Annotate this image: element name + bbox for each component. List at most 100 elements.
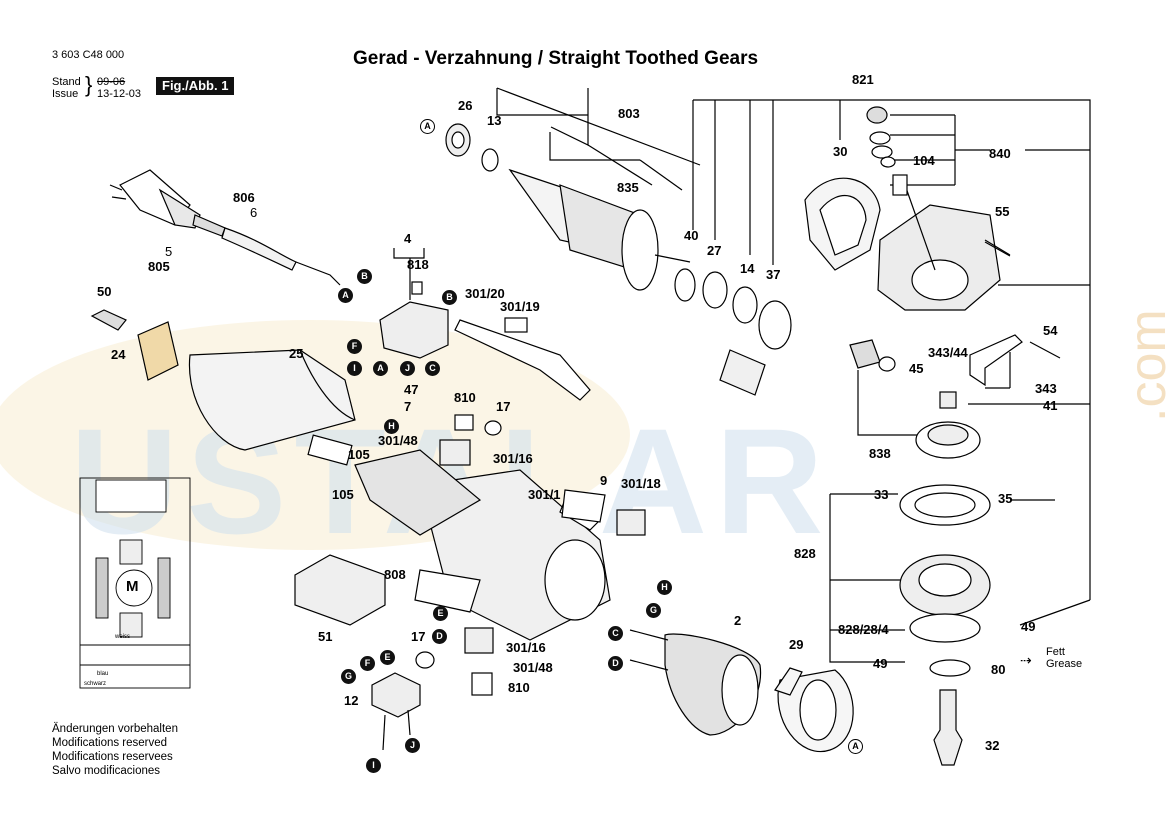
stand-date: 09-06	[97, 76, 126, 88]
connector-a-badge: A	[420, 119, 435, 134]
part-label: 5	[165, 244, 173, 259]
part-label: 37	[766, 267, 781, 282]
connector-f-badge: F	[347, 339, 362, 354]
connector-i-badge: I	[347, 361, 362, 376]
motor-symbol: M	[126, 578, 139, 595]
part-label: 835	[617, 180, 639, 195]
page-title: Gerad - Verzahnung / Straight Toothed Ge…	[353, 48, 759, 69]
connector-h-badge: H	[384, 419, 399, 434]
part-label: 26	[458, 98, 473, 113]
part-label: 838	[869, 446, 891, 461]
connector-f-badge: F	[360, 656, 375, 671]
part-label: 80	[991, 662, 1006, 677]
part-label: 7	[404, 399, 412, 414]
connector-e-badge: E	[433, 606, 448, 621]
part-label: 343/44	[928, 345, 968, 360]
connector-g-badge: G	[646, 603, 661, 618]
part-label: 301/19	[500, 299, 540, 314]
connector-b-badge: B	[357, 269, 372, 284]
part-label: 13	[487, 113, 502, 128]
figure-label: Fig./Abb. 1	[156, 77, 235, 95]
part-label: 17	[496, 399, 511, 414]
issue-label: Issue	[52, 88, 79, 100]
part-label: 105	[332, 487, 354, 502]
part-label: 9	[600, 473, 608, 488]
part-label: 810	[454, 390, 476, 405]
part-label: 4	[404, 231, 412, 246]
wire-color-black: schwarz	[84, 681, 107, 687]
doc-number: 3 603 C48 000	[52, 49, 125, 61]
part-label: 2	[734, 613, 742, 628]
part-label: 35	[998, 491, 1013, 506]
part-label: 818	[407, 257, 429, 272]
note-es: Salvo modificaciones	[52, 765, 161, 777]
connector-d-badge: D	[432, 629, 447, 644]
part-label: 12	[344, 693, 359, 708]
part-label: 54	[1043, 323, 1058, 338]
part-label: 301/18	[621, 476, 661, 491]
wire-color-white: weiss	[115, 634, 131, 640]
part-label: 805	[148, 259, 170, 274]
part-label: 828/28/4	[838, 622, 889, 637]
note-de: Änderungen vorbehalten	[52, 723, 178, 735]
note-fr: Modifications reservees	[52, 751, 173, 763]
part-label: 25	[289, 346, 304, 361]
part-label: 17	[411, 629, 426, 644]
part-label: 301/16	[493, 451, 533, 466]
part-label: 40	[684, 228, 699, 243]
part-label: 51	[318, 629, 333, 644]
part-label: 29	[789, 637, 804, 652]
connector-c-badge: C	[425, 361, 440, 376]
grease-arrow-icon: ⇢	[1020, 652, 1032, 668]
part-label: 50	[97, 284, 112, 299]
part-label: 30	[833, 144, 848, 159]
header-brace: }	[85, 72, 93, 97]
part-label: 32	[985, 738, 1000, 753]
connector-j-badge: J	[405, 738, 420, 753]
part-label: 41	[1043, 398, 1058, 413]
connector-a-badge: A	[848, 739, 863, 754]
part-label: 45	[909, 361, 924, 376]
connector-j-badge: J	[400, 361, 415, 376]
part-label: 301/20	[465, 286, 505, 301]
note-en: Modifications reserved	[52, 737, 168, 749]
wire-color-blue: blau	[97, 671, 109, 677]
part-label: 24	[111, 347, 126, 362]
part-label: 810	[508, 680, 530, 695]
part-label: 301/48	[378, 433, 418, 448]
connector-c-badge: C	[608, 626, 623, 641]
part-label: 104	[913, 153, 935, 168]
connector-a-badge: A	[338, 288, 353, 303]
part-label: 840	[989, 146, 1011, 161]
connector-e-badge: E	[380, 650, 395, 665]
issue-date: 13-12-03	[97, 88, 142, 100]
part-label: 49	[1021, 619, 1036, 634]
part-label: 821	[852, 72, 874, 87]
connector-i-badge: I	[366, 758, 381, 773]
part-label: 105	[348, 447, 370, 462]
connector-a-badge: A	[373, 361, 388, 376]
stand-label: Stand	[52, 76, 81, 88]
part-label: 301/1	[528, 487, 561, 502]
connector-d-badge: D	[608, 656, 623, 671]
connector-g-badge: G	[341, 669, 356, 684]
connector-b-badge: B	[442, 290, 457, 305]
grease-label-en: Grease	[1046, 658, 1083, 670]
connector-h-badge: H	[657, 580, 672, 595]
part-label: 301/16	[506, 640, 546, 655]
part-label: 14	[740, 261, 755, 276]
part-label: 301/48	[513, 660, 553, 675]
part-label: 343	[1035, 381, 1057, 396]
part-label: 27	[707, 243, 722, 258]
part-label: 808	[384, 567, 406, 582]
grease-label-de: Fett	[1046, 646, 1065, 658]
part-label: 49	[873, 656, 888, 671]
part-label: 806	[233, 190, 255, 205]
part-label: 803	[618, 106, 640, 121]
part-label: 33	[874, 487, 889, 502]
part-label: 55	[995, 204, 1010, 219]
part-label: 6	[250, 205, 258, 220]
part-label: 828	[794, 546, 816, 561]
